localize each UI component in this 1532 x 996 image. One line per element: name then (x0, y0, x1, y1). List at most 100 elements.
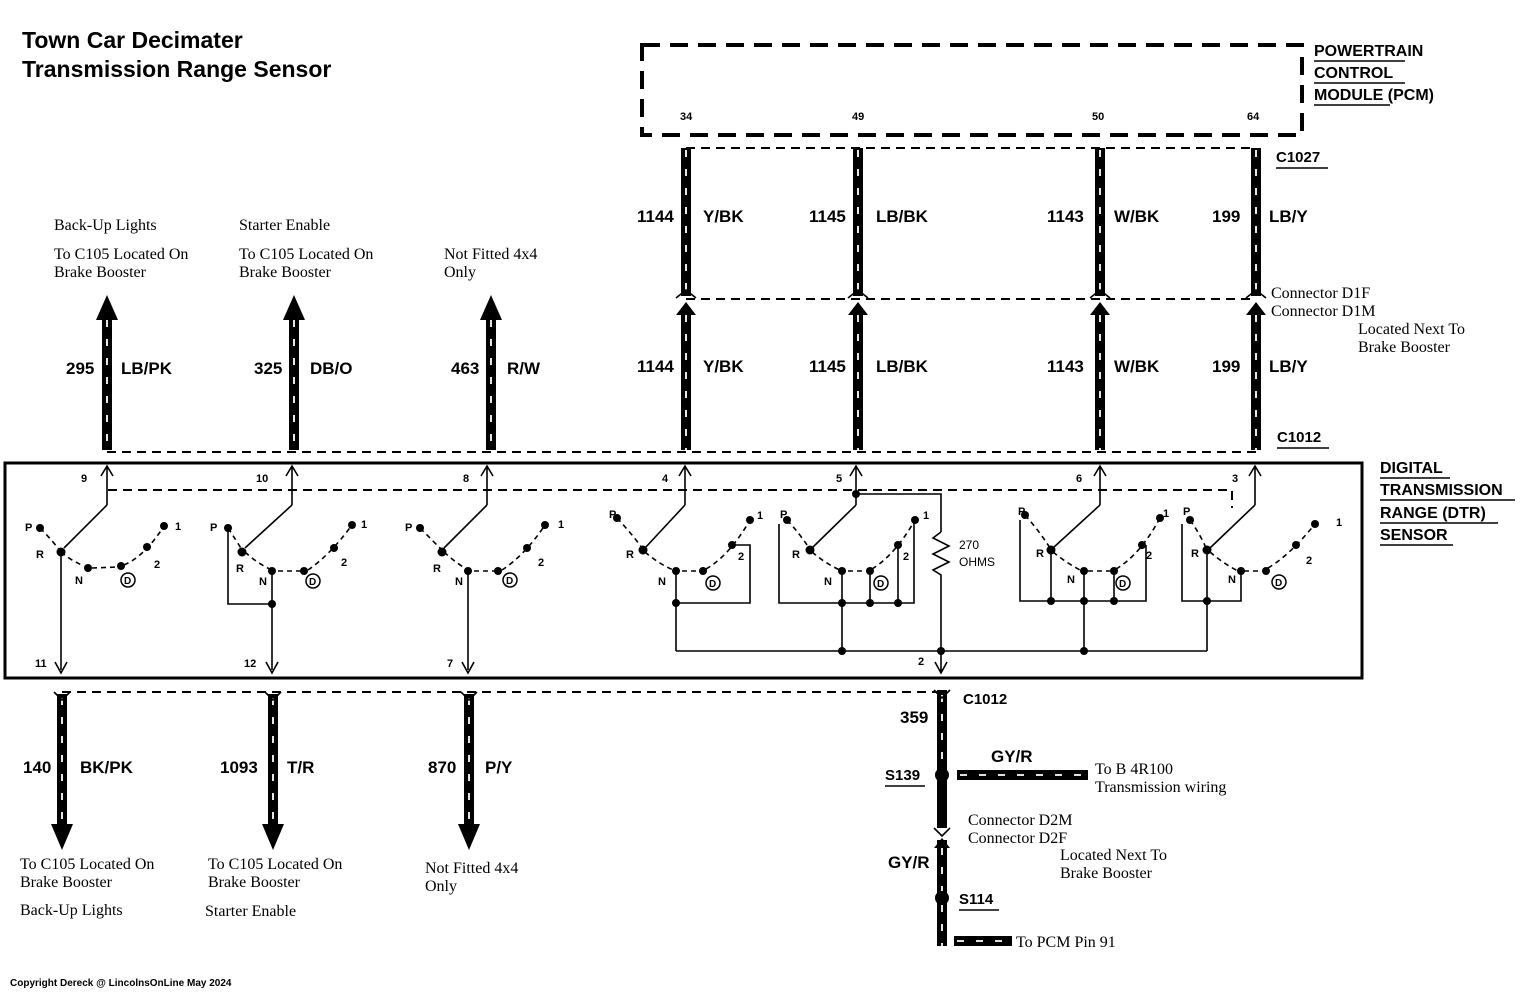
top-c1012-label: C1012 (1277, 429, 1321, 446)
pos-label: 1 (923, 510, 929, 522)
pcm-box (640, 43, 1304, 137)
pcm-wire-199 (1245, 148, 1267, 450)
wire-1144-num-upper: 1144 (637, 207, 674, 226)
pos-label: D (709, 579, 716, 590)
pos-label: P (780, 509, 787, 521)
pos-label: P (1018, 506, 1025, 518)
dtr-pin-7: 7 (447, 658, 453, 670)
dtr-label-4: SENSOR (1380, 527, 1448, 544)
wire-1143-num-lower: 1143 (1047, 357, 1084, 376)
pos-label: 1 (1336, 517, 1342, 529)
wire-295 (96, 295, 118, 450)
wire-1145-num-upper: 1145 (809, 207, 846, 226)
pcm-pin-49: 49 (852, 111, 864, 123)
pos-label: P (210, 522, 217, 534)
pos-label: 2 (538, 557, 544, 569)
wire-140-num: 140 (23, 758, 51, 777)
branch-note-2: Transmission wiring (1095, 779, 1226, 796)
wire-295-note-2: To C105 Located On (54, 246, 188, 263)
switch-gang-dash (108, 489, 1233, 508)
pin-2-arrow (934, 651, 948, 675)
dtr-top-pin-arrows (100, 464, 1262, 505)
switch-4 (613, 504, 754, 651)
dtr-label-2: TRANSMISSION (1380, 482, 1503, 499)
pos-label: D (124, 576, 131, 587)
wire-295-note-1: Back-Up Lights (54, 217, 157, 234)
pcm-label-3: MODULE (PCM) (1314, 87, 1434, 104)
pos-label: 2 (1306, 555, 1312, 567)
wire-140-note-1: To C105 Located On (20, 856, 154, 873)
pos-label: R (36, 549, 44, 561)
pcm-pin-64: 64 (1247, 111, 1260, 123)
resistor-unit: OHMS (959, 555, 995, 569)
wire-1144-color-lower: Y/BK (703, 357, 744, 376)
bottom-c1012-label: C1012 (963, 691, 1007, 708)
wire-1144-color-upper: Y/BK (703, 207, 744, 226)
pos-label: R (433, 563, 441, 575)
wire-325-note-1: Starter Enable (239, 217, 330, 234)
pos-label: N (658, 576, 666, 588)
pcm-pin-50: 50 (1092, 111, 1104, 123)
pcm-wire-1145 (847, 148, 869, 450)
pos-label: D (309, 577, 316, 588)
pos-label: P (1183, 506, 1190, 518)
wire-325-num: 325 (254, 359, 282, 378)
pos-label: N (824, 576, 832, 588)
splice-s114-dot (935, 891, 949, 905)
wire-870 (458, 691, 480, 850)
wire-1145-color-upper: LB/BK (876, 207, 929, 226)
pos-label: D (877, 579, 884, 590)
pos-label: 2 (341, 557, 347, 569)
diagram-title-line1: Town Car Decimater (22, 27, 243, 53)
pos-label: 1 (757, 510, 763, 522)
pos-label: P (405, 522, 412, 534)
wire-359 (933, 689, 951, 946)
splice-s139-label: S139 (885, 767, 920, 784)
pos-label: 1 (558, 519, 564, 531)
dtr-pin-3: 3 (1232, 473, 1238, 485)
pos-label: 1 (1163, 508, 1169, 520)
wire-140-note-2: Brake Booster (20, 874, 113, 891)
wire-1144-num-lower: 1144 (637, 357, 674, 376)
wire-1143-color-lower: W/BK (1114, 357, 1160, 376)
wire-870-note-1: Not Fitted 4x4 (425, 860, 518, 877)
wire-1145-color-lower: LB/BK (876, 357, 929, 376)
pos-label: R (236, 563, 244, 575)
pos-label: R (626, 549, 634, 561)
copyright-text: Copyright Dereck @ LincolnsOnLine May 20… (10, 978, 232, 989)
dtr-pin-11: 11 (35, 658, 47, 670)
switch-3 (416, 504, 549, 675)
d2-location-2: Brake Booster (1060, 865, 1153, 882)
switch-2 (224, 504, 356, 675)
d1-location-2: Brake Booster (1358, 339, 1451, 356)
wire-1145-num-lower: 1145 (809, 357, 846, 376)
gyr-branch-color: GY/R (991, 747, 1033, 766)
switch-1 (36, 504, 168, 675)
connector-d2m: Connector D2M (968, 812, 1072, 829)
resistor-value: 270 (959, 538, 979, 552)
ground-bus-dots (838, 647, 1088, 655)
wire-1093-color: T/R (287, 758, 314, 777)
wire-1093-note-1: To C105 Located On (208, 856, 342, 873)
wire-463-color: R/W (507, 359, 541, 378)
pos-label: 2 (903, 551, 909, 563)
connector-d1m: Connector D1M (1271, 303, 1375, 320)
dtr-sensor-box (3, 461, 1364, 680)
pcm-wire-1143 (1089, 148, 1111, 450)
wire-140-extra: Back-Up Lights (20, 902, 123, 919)
wire-199-color-lower: LB/Y (1269, 357, 1308, 376)
pcm-label-1: POWERTRAIN (1314, 43, 1423, 60)
wire-295-note-3: Brake Booster (54, 264, 147, 281)
c1027-label: C1027 (1276, 149, 1320, 166)
dtr-label-1: DIGITAL (1380, 460, 1443, 477)
wire-1093-note-2: Brake Booster (208, 874, 301, 891)
pos-label: 2 (154, 559, 160, 571)
switch-6 (1019, 504, 1164, 651)
connector-d1f: Connector D1F (1271, 285, 1370, 302)
pos-label: N (455, 576, 463, 588)
wire-295-color: LB/PK (121, 359, 173, 378)
pos-label: R (1036, 548, 1044, 560)
dtr-pin-5: 5 (836, 473, 842, 485)
wire-199-num-upper: 199 (1212, 207, 1240, 226)
